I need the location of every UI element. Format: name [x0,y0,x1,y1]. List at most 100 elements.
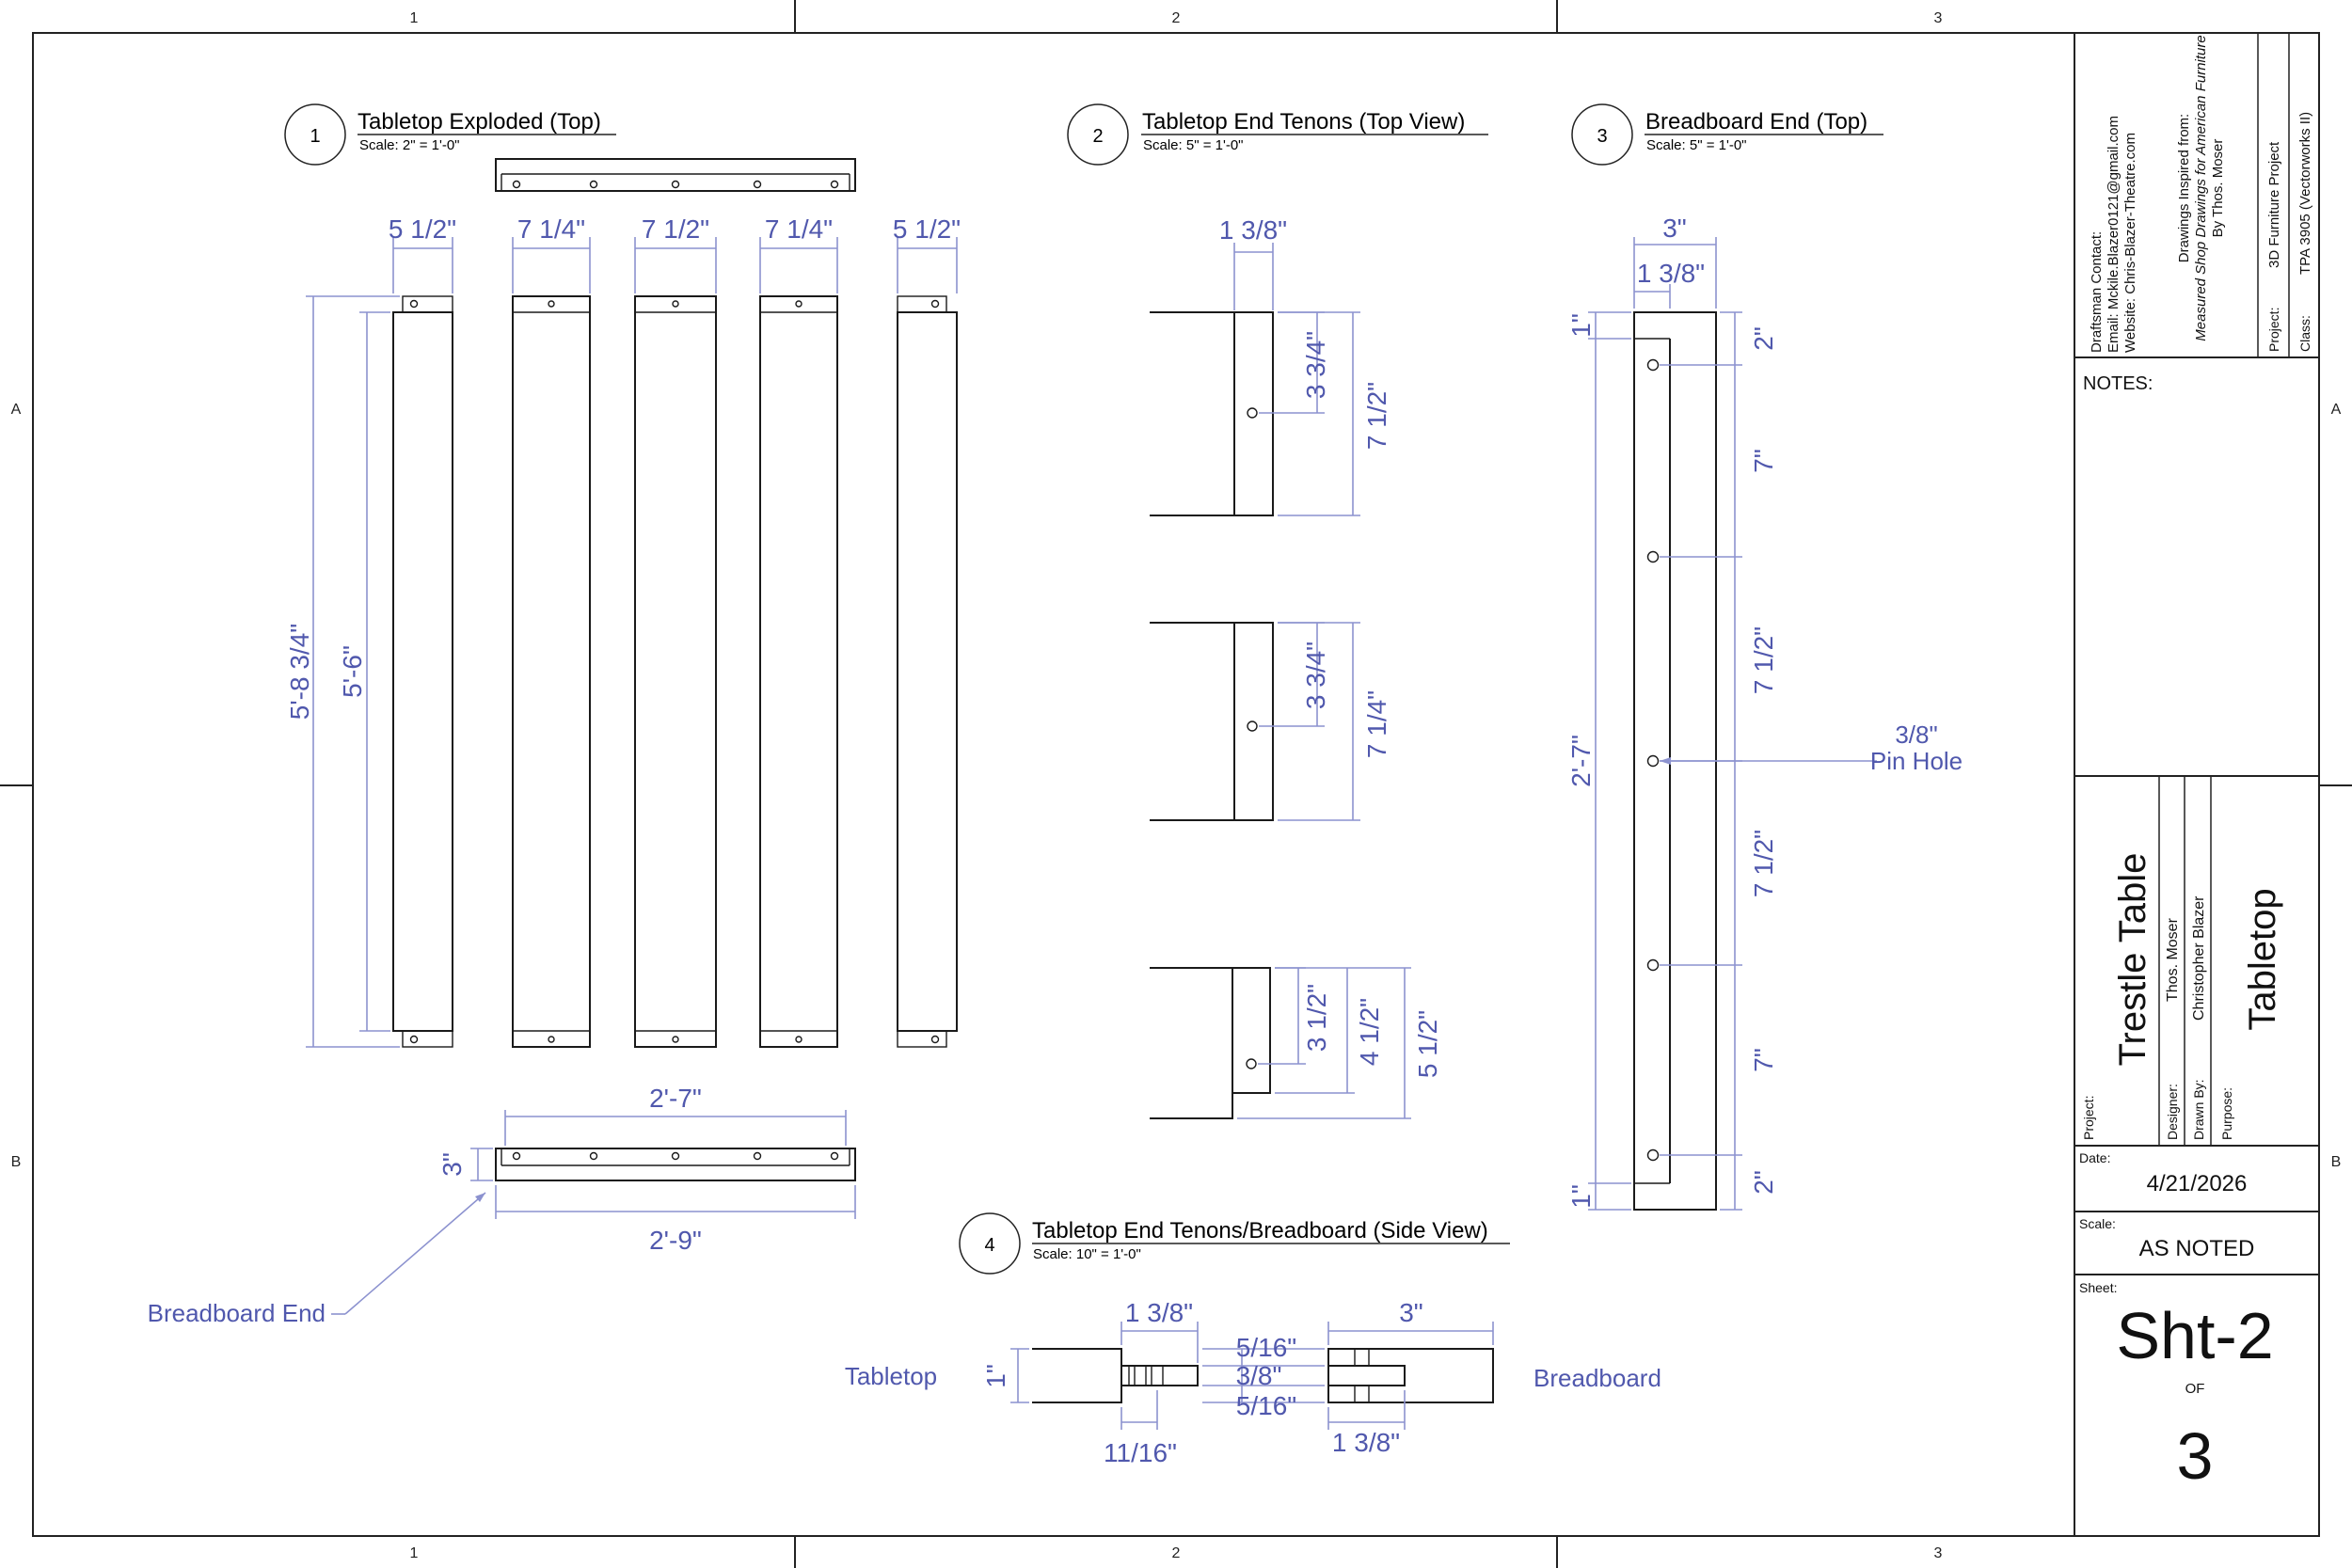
breadboard-label: Breadboard [1534,1364,1661,1392]
dim-board-length: 5'-6" [338,645,367,698]
dim-board-3-width: 7 1/2" [642,214,709,244]
dim-hole-spacing-1: 2" [1749,326,1778,351]
view-3-title-text: Breadboard End (Top) [1645,109,1867,135]
dim-breadboard-length-left: 2'-7" [1566,735,1596,787]
tb-designer-label: Designer: [2165,1084,2180,1140]
dim-tenon-c-tenon: 4 1/2" [1355,998,1384,1066]
dim-side-tenon-length: 1 3/8" [1125,1298,1193,1327]
tb-date-label: Date: [2079,1150,2110,1165]
dim-board-1-width: 5 1/2" [389,214,456,244]
side-tabletop-tenon [1032,1348,1199,1403]
tb-purpose-value: Tabletop [2242,888,2283,1030]
dim-board-2-width: 7 1/4" [517,214,585,244]
grid-row-a-left: A [11,402,22,418]
tb-contact-label: Draftsman Contact: [2089,231,2105,353]
dim-overall-length: 5'-8 3/4" [285,624,314,720]
tb-project-label-2: Project: [2081,1096,2096,1140]
tb-project-title: Trestle Table [2112,853,2153,1067]
dim-hole-spacing-2: 7" [1749,449,1778,473]
tabletop-board-1 [392,295,453,1048]
dim-board-5-width: 5 1/2" [893,214,961,244]
view-3-number: 3 [1597,126,1607,147]
pin-hole-label: Pin Hole [1870,747,1963,775]
dim-hole-spacing-5: 7" [1749,1048,1778,1072]
view-4-number: 4 [984,1235,994,1256]
grid-col-3-top: 3 [1934,10,1943,26]
tb-designer-value: Thos. Moser [2165,917,2181,1002]
tb-sheet-label: Sheet: [2079,1280,2117,1295]
dim-breadboard-top-offset: 1" [1566,313,1596,338]
tb-inspired-title: Measured Shop Drawings for American Furn… [2193,35,2209,341]
tb-total-sheets: 3 [2177,1419,2214,1493]
tb-inspired-author: By Thos. Moser [2210,139,2226,238]
tb-project-label: Project: [2266,308,2281,352]
dim-breadboard-inner-length: 2'-7" [649,1084,702,1113]
tabletop-label: Tabletop [845,1362,937,1390]
dim-hole-spacing-6: 2" [1749,1170,1778,1195]
view-3-scale: Scale: 5" = 1'-0" [1646,137,1747,153]
dim-breadboard-groove: 1 3/8" [1637,259,1705,288]
dim-side-tenon-thickness: 3/8" [1236,1361,1282,1390]
dim-tenon-length: 1 3/8" [1219,215,1287,245]
breadboard-end-callout: Breadboard End [148,1192,486,1327]
dim-tenon-c-pin: 3 1/2" [1302,984,1331,1052]
dim-breadboard-length: 2'-9" [649,1226,702,1255]
dim-breadboard-width-top: 3" [1662,214,1687,243]
dim-side-groove-depth: 1 3/8" [1332,1428,1400,1457]
tb-drawn-label: Drawn By: [2191,1079,2206,1140]
tenon-b: 3 3/4" 7 1/4" [1150,622,1391,821]
board-width-dims: 5 1/2" 7 1/4" 7 1/2" 7 1/4" 5 1/2" [389,214,961,293]
dim-side-pin-offset: 11/16" [1104,1438,1177,1467]
grid-col-2-bottom: 2 [1172,1545,1181,1561]
tb-notes-label: NOTES: [2083,373,2153,394]
view-2-drawing: 1 3/8" 3 3/4" 7 1/2" 3 3/4" 7 1/4" [1150,215,1442,1119]
grid-labels: 1 2 3 1 2 3 A B A B [11,10,2342,1561]
view-1-drawing: 5 1/2" 7 1/4" 7 1/2" 7 1/4" 5 1/2" 5'-8 … [148,158,961,1327]
view-1-number: 1 [310,126,320,147]
tb-scale-value: AS NOTED [2139,1236,2255,1261]
dim-tenon-a-full: 7 1/2" [1362,382,1391,450]
dim-tenon-a-half: 3 3/4" [1301,331,1330,399]
tb-contact-website: Website: Chris-Blazer-Theatre.com [2122,133,2138,353]
tb-contact-email: Email: Mckile.Blazer0121@gmail.com [2106,116,2122,353]
tabletop-board-2 [512,295,591,1048]
dim-breadboard-bottom-offset: 1" [1566,1184,1596,1209]
dim-side-shoulder-top: 5/16" [1236,1333,1296,1362]
tenon-c: 3 1/2" 4 1/2" 5 1/2" [1150,967,1442,1119]
view-2-scale: Scale: 5" = 1'-0" [1143,137,1244,153]
dim-side-thickness: 1" [981,1364,1010,1388]
dim-side-breadboard-width: 3" [1399,1298,1423,1327]
breadboard-top [495,158,856,192]
view-4-title-text: Tabletop End Tenons/Breadboard (Side Vie… [1032,1218,1488,1243]
tabletop-board-5 [897,295,958,1048]
dim-hole-spacing-4: 7 1/2" [1749,830,1778,897]
tb-drawn-value: Christopher Blazer [2191,895,2207,1021]
view-3-title: 3 Breadboard End (Top) Scale: 5" = 1'-0" [1571,103,1883,166]
tb-scale-label: Scale: [2079,1216,2116,1231]
dim-board-4-width: 7 1/4" [765,214,833,244]
view-2-title-text: Tabletop End Tenons (Top View) [1142,109,1465,135]
tb-project-value: 3D Furniture Project [2266,141,2282,268]
tabletop-board-4 [759,295,838,1048]
pin-hole-size: 3/8" [1895,721,1937,749]
view-4-drawing: Tabletop Breadboard 1 3/8" [845,1298,1661,1467]
breadboard-bottom: 2'-7" 2'-9" 3" [437,1084,856,1255]
view-3-drawing: 3" 1 3/8" 1" 2'-7" 1" 2" 7" 7 1/2" 7 1/2… [1566,214,1963,1211]
view-1-title-text: Tabletop Exploded (Top) [358,109,601,135]
breadboard-end-label: Breadboard End [148,1299,326,1327]
grid-col-3-bottom: 3 [1934,1545,1943,1561]
side-breadboard [1327,1348,1494,1403]
board-length-dims: 5'-8 3/4" 5'-6" [285,295,400,1048]
view-4-scale: Scale: 10" = 1'-0" [1033,1246,1141,1262]
dim-side-shoulder-bottom: 5/16" [1236,1391,1296,1420]
grid-col-1-top: 1 [410,10,419,26]
grid-row-b-right: B [2331,1154,2342,1170]
tb-date-value: 4/21/2026 [2147,1171,2248,1196]
dim-breadboard-width: 3" [437,1152,467,1177]
tb-class-label: Class: [2297,315,2312,352]
grid-row-a-right: A [2331,402,2342,418]
dim-hole-spacing-3: 7 1/2" [1749,626,1778,694]
grid-col-2-top: 2 [1172,10,1181,26]
